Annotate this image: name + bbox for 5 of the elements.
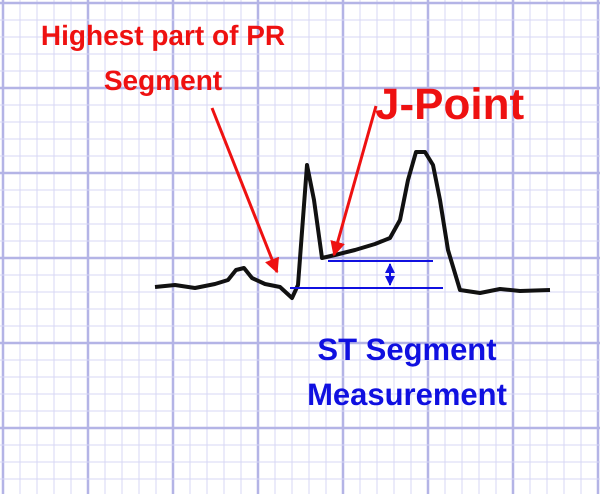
measurement-label: ST Segment Measurement — [306, 331, 508, 414]
leader-arrow — [210, 107, 279, 274]
j-point-label: J-Point — [375, 70, 595, 140]
leader-arrow — [330, 106, 378, 256]
pr-segment-label: Highest part of PR Segment — [28, 14, 298, 104]
